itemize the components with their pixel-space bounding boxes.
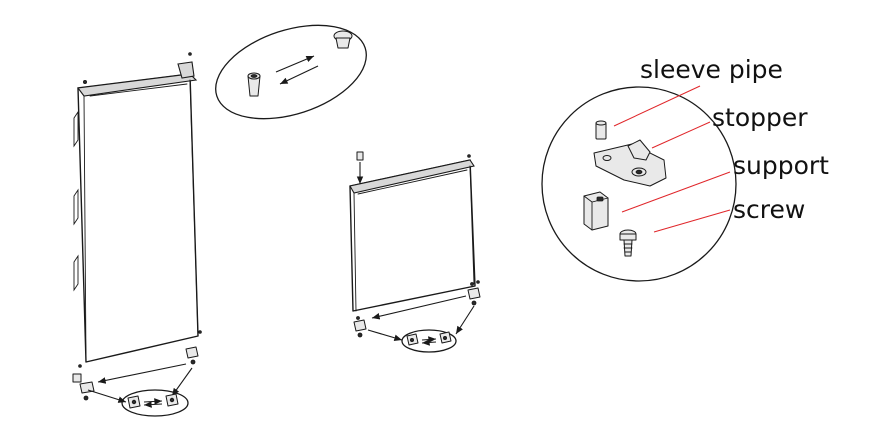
top-sleeve-detail-ellipse (215, 24, 367, 120)
sleeve-pipe-part-detail (595, 120, 607, 140)
plug-part (333, 30, 353, 49)
stopper-part-detail (593, 139, 667, 187)
support-part-detail (583, 191, 609, 231)
leader-support (621, 171, 731, 213)
label-support: support (733, 151, 829, 180)
sleeve-pipe-part (247, 72, 261, 97)
tall-door-hinge-parts (72, 346, 199, 403)
hinge-parts-detail-circle (541, 85, 737, 282)
tall-door-hinge-detail-ellipse (121, 389, 189, 417)
label-screw: screw (733, 195, 805, 224)
leader-screw (653, 209, 731, 233)
leader-sleeve-pipe (613, 85, 701, 127)
tall-door (73, 52, 202, 368)
screw-part-detail (619, 229, 637, 257)
label-sleeve-pipe: sleeve pipe (640, 55, 783, 84)
leader-stopper (651, 121, 711, 149)
small-door (349, 151, 480, 312)
small-door-hinge-parts (353, 282, 481, 341)
small-door-hinge-detail-ellipse (401, 329, 457, 353)
label-stopper: stopper (712, 103, 808, 132)
